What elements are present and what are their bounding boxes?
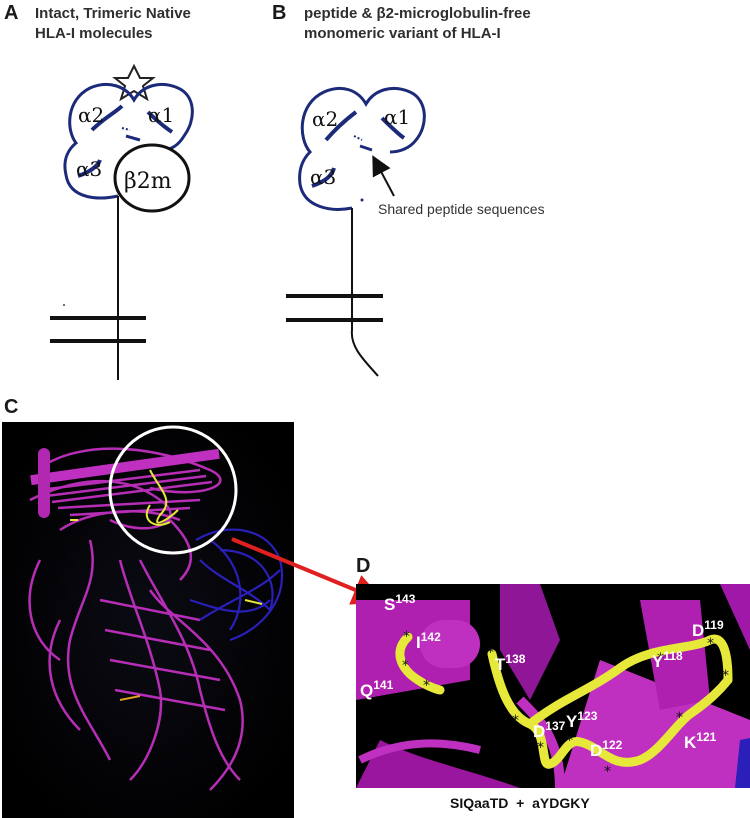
panel-a-letter: A: [4, 2, 19, 24]
svg-text:*: *: [402, 658, 409, 674]
peptide-sequence-caption: SIQaaTD + aYDGKY: [450, 795, 590, 811]
residue-label: Q141: [360, 678, 394, 700]
panel-b-heading-line1: peptide & β2-microglobulin-free: [304, 5, 531, 22]
svg-text:*: *: [657, 651, 664, 667]
svg-text:*: *: [707, 636, 714, 652]
svg-text:*: *: [537, 740, 544, 756]
b2m-domain: [113, 143, 191, 213]
residue-label: K121: [684, 730, 717, 752]
panel-d-letter: D: [356, 555, 371, 577]
a2-label: α2: [78, 103, 104, 127]
a3-label: α3: [76, 157, 102, 181]
residue-label: S143: [384, 592, 416, 614]
residue-label: Y123: [566, 709, 598, 731]
residue-label: T138: [495, 652, 526, 674]
panel-a-diagram: α2 α1 α3 β2m: [50, 63, 194, 380]
residue-label: D122: [590, 738, 623, 760]
highlight-circle: [108, 425, 238, 555]
a3-label: α3: [310, 165, 336, 189]
shared-peptide-annotation: Shared peptide sequences: [378, 201, 545, 217]
panel-a-heading-line1: Intact, Trimeric Native: [35, 5, 191, 22]
a2-label: α2: [312, 107, 338, 131]
panel-b-diagram: α2 α1 α3: [286, 87, 426, 377]
a1-label: α1: [148, 103, 174, 127]
residue-label: D119: [692, 618, 724, 640]
residue-label: I142: [416, 630, 441, 652]
svg-text:*: *: [604, 764, 611, 780]
star-icon: [112, 63, 156, 102]
svg-text:*: *: [676, 710, 683, 726]
svg-text:*: *: [722, 668, 729, 684]
panel-c-letter: C: [4, 396, 19, 418]
panel-d-zoom-image: * * * * * * * * * * * * S143 I142 Q141 T…: [356, 584, 750, 789]
svg-text:*: *: [487, 645, 494, 661]
svg-text:*: *: [423, 678, 430, 694]
heavy-chain-outline: [298, 87, 426, 211]
b2m-label: β2m: [124, 169, 172, 194]
zoom-arrow: [231, 537, 385, 605]
annotation-arrow: [372, 155, 395, 197]
residue-label: D137: [533, 719, 566, 741]
a1-label: α1: [384, 105, 410, 129]
svg-text:*: *: [512, 713, 519, 729]
residue-label: Y118: [652, 649, 683, 671]
heavy-chain-outline: [63, 83, 194, 200]
panel-b-heading-line2: monomeric variant of HLA-I: [304, 25, 501, 42]
svg-text:*: *: [403, 629, 410, 645]
panel-a-heading-line2: HLA-I molecules: [35, 25, 153, 42]
svg-text:*: *: [566, 733, 573, 749]
panel-c-structure-image: [2, 422, 294, 818]
panel-b-letter: B: [272, 2, 287, 24]
